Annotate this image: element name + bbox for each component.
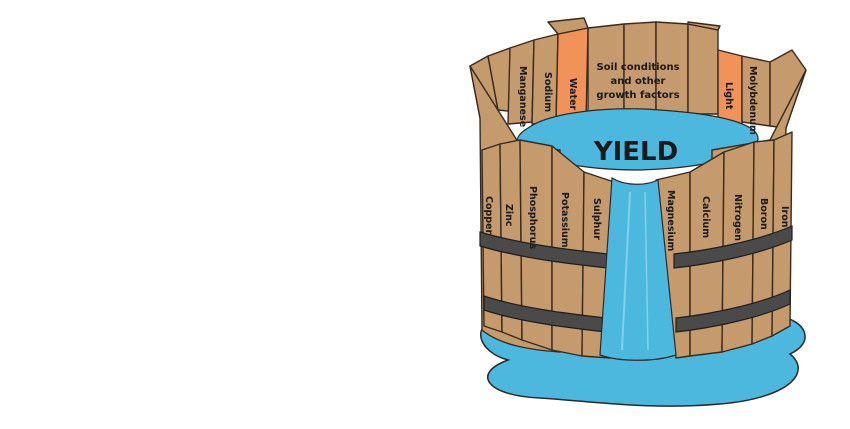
label-iron: Iron xyxy=(779,206,790,228)
band-upper-right xyxy=(673,225,793,269)
label-boron: Boron xyxy=(758,198,769,230)
label-light: Light xyxy=(723,82,734,110)
stave-labels: Manganese Sodium Water Light MolybdenumCoppe… xyxy=(483,62,790,252)
waterfall-stream xyxy=(599,176,677,361)
label-soil-conditions-line: Soil conditions xyxy=(596,62,679,73)
label-magnesium: Magnesium xyxy=(665,190,676,252)
label-molybdenum: Molybdenum xyxy=(747,66,758,135)
label-calcium: Calcium xyxy=(700,196,711,238)
label-sodium: Sodium xyxy=(542,72,553,112)
label-manganese: Manganese xyxy=(517,66,528,127)
back-staves xyxy=(469,17,807,129)
stave-back-top-left xyxy=(547,17,589,35)
label-copper: Copper xyxy=(483,196,494,235)
waterfall-highlight xyxy=(644,191,649,351)
stave-back-center-3 xyxy=(687,23,719,115)
label-nitrogen: Nitrogen xyxy=(732,194,743,241)
label-potassium: Potassium xyxy=(559,192,570,248)
band-lower-right xyxy=(675,289,791,333)
label-sulphur: Sulphur xyxy=(591,198,602,240)
label-phosphorus: Phosphorus xyxy=(527,186,538,249)
waterfall-highlight xyxy=(621,191,631,351)
label-soil-conditions-line: growth factors xyxy=(596,90,679,101)
label-soil-conditions-line: and other xyxy=(611,76,666,87)
front-staves xyxy=(469,65,807,359)
label-water: Water xyxy=(567,78,578,111)
stave-back-top-right xyxy=(687,21,721,31)
label-zinc: Zinc xyxy=(503,204,514,227)
yield-label: YIELD xyxy=(593,137,678,167)
